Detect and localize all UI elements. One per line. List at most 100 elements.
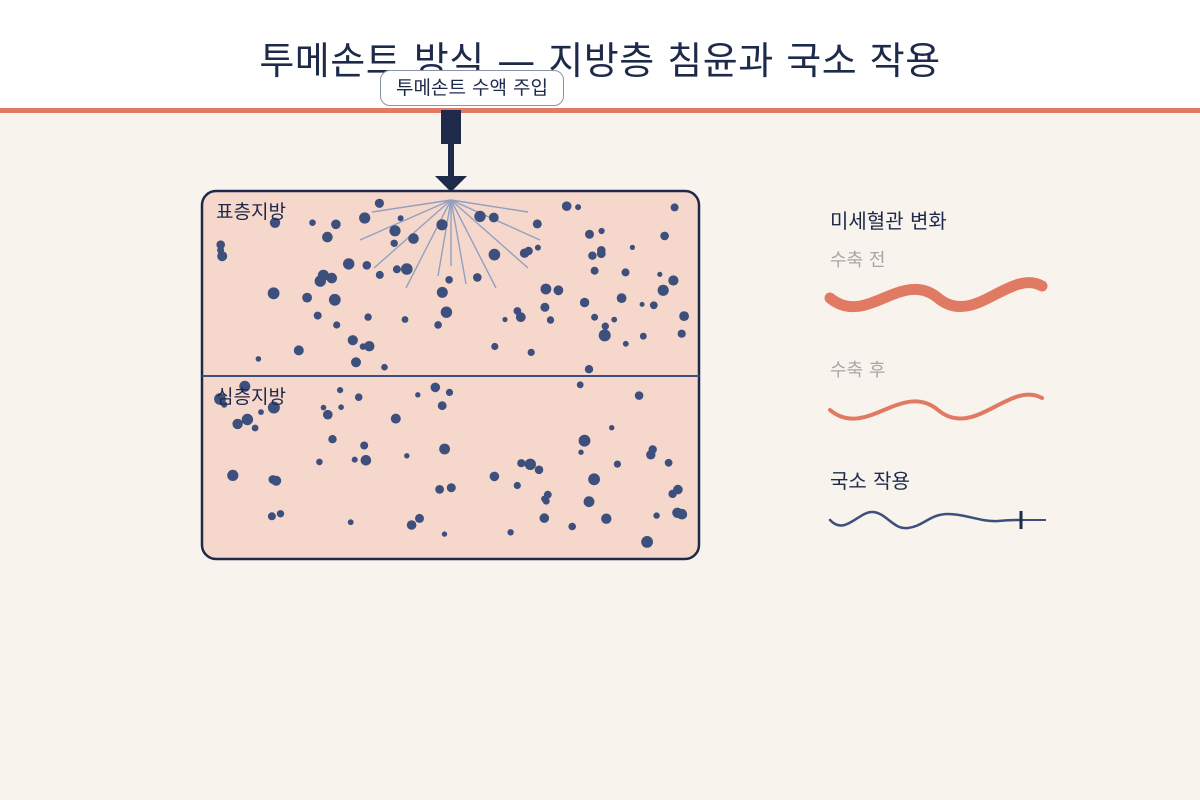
- fat-cell: [239, 380, 251, 392]
- fat-cell: [540, 302, 550, 312]
- fat-cell: [364, 313, 372, 321]
- fat-cell: [415, 392, 421, 398]
- fat-cell: [601, 322, 609, 330]
- vessel-before-wave: [824, 277, 1048, 313]
- fat-cell: [381, 363, 388, 371]
- fat-cell: [534, 244, 541, 251]
- fat-cell: [437, 401, 447, 411]
- fat-cell: [441, 531, 448, 537]
- fat-cell: [657, 271, 663, 277]
- fat-cell: [664, 458, 673, 467]
- fat-cell: [434, 321, 442, 329]
- fat-cell: [649, 301, 658, 310]
- fat-cell: [677, 329, 686, 338]
- fat-cell: [609, 425, 615, 431]
- local-action-title: 국소 작용: [830, 469, 910, 493]
- fat-cell: [255, 356, 262, 362]
- fat-cell: [436, 219, 448, 231]
- fat-cell: [406, 520, 417, 530]
- fat-cell: [267, 287, 280, 300]
- fat-cell: [316, 458, 323, 466]
- infiltration-ray: [450, 199, 529, 213]
- fat-cell: [553, 285, 564, 296]
- fat-cell: [302, 292, 312, 303]
- fat-cell: [616, 293, 627, 303]
- header-accent-rule: [0, 108, 1200, 113]
- fat-cell: [660, 231, 669, 241]
- fat-cell: [313, 311, 322, 320]
- header: [0, 0, 1200, 108]
- fat-cell: [568, 522, 576, 531]
- fat-cell: [639, 301, 645, 307]
- fat-cell: [276, 510, 285, 518]
- fat-cell: [546, 316, 555, 324]
- fat-cell: [271, 475, 282, 486]
- fat-cell: [217, 251, 228, 262]
- fat-cell: [397, 215, 404, 222]
- fat-cell: [653, 512, 660, 519]
- fat-cell: [435, 485, 444, 494]
- fat-cell: [328, 293, 341, 306]
- fat-cell: [583, 496, 595, 508]
- fat-cells: [214, 198, 689, 548]
- fat-cell: [293, 345, 304, 356]
- fat-cell: [540, 283, 552, 295]
- infiltration-ray: [450, 199, 467, 285]
- fat-cell: [621, 268, 630, 277]
- fat-cell: [534, 465, 544, 475]
- fat-cell: [543, 490, 552, 499]
- fat-cell: [392, 265, 401, 274]
- fat-cell: [360, 441, 369, 450]
- fat-cell: [622, 340, 629, 347]
- fat-cell: [360, 455, 372, 466]
- fat-cell: [491, 342, 499, 351]
- infiltration-ray: [359, 199, 452, 241]
- surface-fat-label: 표층지방: [216, 201, 286, 223]
- fat-cell: [629, 244, 636, 250]
- fat-cell: [439, 443, 450, 455]
- fat-cell: [269, 217, 281, 228]
- fat-cell: [430, 382, 441, 393]
- fat-cell: [389, 225, 401, 237]
- fat-cell: [401, 263, 413, 275]
- fat-cell: [524, 246, 533, 256]
- fat-cell: [314, 275, 326, 287]
- fat-cell: [216, 240, 225, 249]
- fat-cell: [575, 204, 582, 211]
- fat-cell: [241, 413, 254, 426]
- fat-cell: [390, 239, 398, 247]
- fat-cell: [539, 513, 550, 523]
- fat-cell: [333, 321, 341, 329]
- fat-cell: [354, 393, 363, 402]
- fat-cell: [473, 273, 482, 282]
- fat-cell: [579, 297, 590, 308]
- injection-arrow-head: [435, 176, 467, 192]
- fat-cell: [359, 212, 371, 224]
- fat-cell: [232, 418, 243, 430]
- fat-cell: [404, 453, 410, 459]
- fat-cell: [415, 513, 424, 523]
- fat-cell: [679, 311, 689, 321]
- fat-cell: [436, 286, 448, 298]
- fat-cell: [527, 348, 535, 356]
- fat-cell: [507, 529, 514, 536]
- fat-cell: [613, 460, 622, 468]
- page-title: 투메손트 방식 — 지방층 침윤과 국소 작용: [259, 39, 941, 83]
- fat-cell: [488, 248, 501, 261]
- fat-cell: [328, 435, 337, 444]
- fat-cell: [588, 251, 597, 260]
- fat-cell: [489, 471, 500, 482]
- fat-cell: [576, 381, 584, 389]
- fat-cell: [347, 519, 354, 526]
- fat-cell: [251, 424, 259, 432]
- injection-label: 투메손트 수액 주입: [380, 70, 564, 106]
- fat-cell: [323, 409, 333, 420]
- after-label: 수축 후: [830, 360, 885, 381]
- syringe-body: [441, 110, 461, 144]
- deep-fat-label: 심층지방: [216, 386, 286, 408]
- fat-cell: [488, 212, 499, 223]
- fat-cell: [598, 329, 611, 342]
- fat-cell: [542, 497, 550, 505]
- fat-cell: [401, 316, 409, 323]
